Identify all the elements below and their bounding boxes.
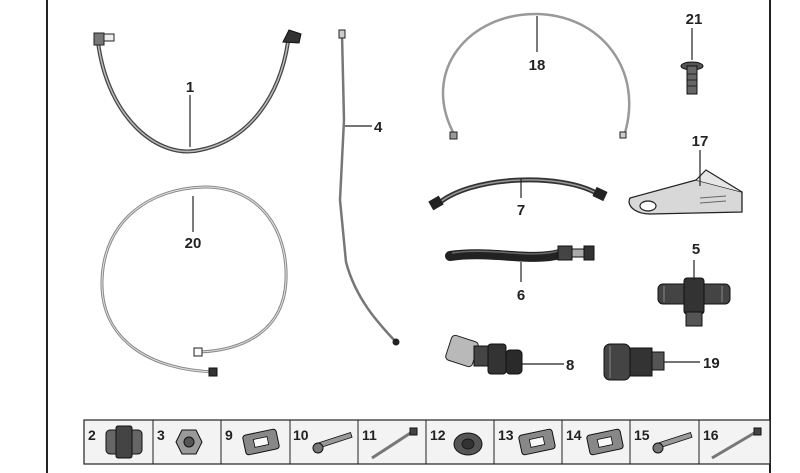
part-18-arc-line[interactable] <box>441 12 631 140</box>
strip-label-2: 2 <box>88 427 96 443</box>
part-6-rubber-hose[interactable] <box>445 245 595 262</box>
strip-label-14: 14 <box>566 427 582 443</box>
strip-cell-13[interactable]: 13 <box>498 427 556 456</box>
strip-label-15: 15 <box>634 427 650 443</box>
strip-label-11: 11 <box>362 427 377 443</box>
strip-label-9: 9 <box>225 427 233 443</box>
callout-18: 18 <box>529 57 546 74</box>
part-16-cable-tie <box>711 430 757 460</box>
part-5-tee-fitting[interactable] <box>657 277 731 327</box>
strip-cell-14[interactable]: 14 <box>566 427 624 456</box>
part-11-cable-tie <box>371 430 413 460</box>
callout-6: 6 <box>517 287 525 304</box>
callout-19: 19 <box>703 355 720 372</box>
strip-cell-3[interactable]: 3 <box>157 427 203 455</box>
part-21-bolt[interactable] <box>680 61 704 95</box>
part-20-loop-line[interactable] <box>100 185 288 377</box>
small-parts-strip: 2 3 9 10 11 <box>83 419 771 465</box>
part-1-braided-hose[interactable] <box>93 29 302 154</box>
callout-17: 17 <box>692 133 709 150</box>
strip-cell-9[interactable]: 9 <box>225 427 280 456</box>
strip-cell-12[interactable]: 12 <box>430 427 483 456</box>
strip-label-16: 16 <box>703 427 719 443</box>
part-4-rigid-line[interactable] <box>338 29 400 346</box>
part-19-adapter[interactable] <box>603 343 665 381</box>
callout-20: 20 <box>185 235 202 252</box>
callout-1: 1 <box>186 79 194 96</box>
frame-right-border <box>769 0 771 473</box>
strip-label-3: 3 <box>157 427 165 443</box>
callout-21: 21 <box>686 11 703 28</box>
strip-cell-2[interactable]: 2 <box>88 425 143 459</box>
part-8-valve[interactable] <box>445 334 523 375</box>
callout-5: 5 <box>692 241 700 258</box>
strip-cell-15[interactable]: 15 <box>634 427 693 454</box>
strip-label-13: 13 <box>498 427 514 443</box>
part-17-bracket[interactable] <box>628 169 743 215</box>
callout-8: 8 <box>566 357 574 374</box>
callout-4: 4 <box>374 119 383 136</box>
strip-label-10: 10 <box>293 427 309 443</box>
strip-cell-10[interactable]: 10 <box>293 427 353 454</box>
strip-cell-16[interactable]: 16 <box>703 427 762 460</box>
frame-left-border <box>46 0 48 473</box>
strip-label-12: 12 <box>430 427 446 443</box>
callout-7: 7 <box>517 202 525 219</box>
strip-cell-11[interactable]: 11 <box>362 427 418 460</box>
part-7-short-hose[interactable] <box>428 177 608 211</box>
